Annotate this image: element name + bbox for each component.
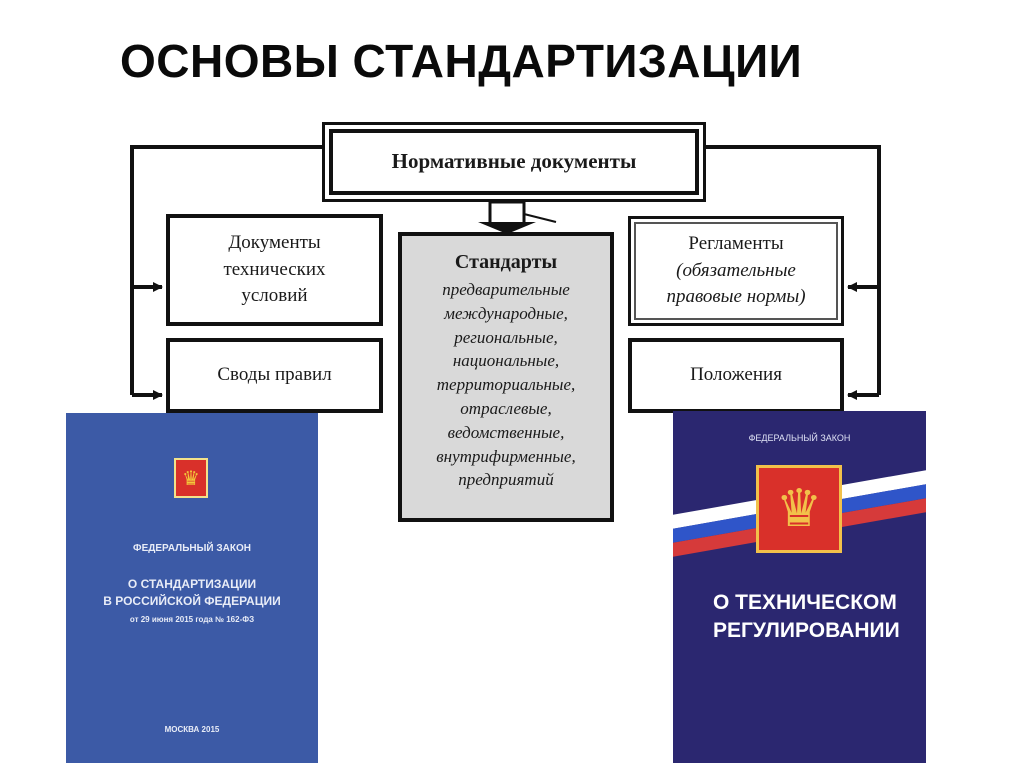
standards-item: территориальные,: [436, 375, 576, 395]
standards-item: отраслевые,: [460, 398, 552, 418]
book-title: О ТЕХНИЧЕСКОМ РЕГУЛИРОВАНИИ: [713, 589, 900, 646]
provisions-box: Положения: [628, 338, 844, 413]
standards-item: предприятий: [458, 470, 554, 490]
book-title: О СТАНДАРТИЗАЦИИ: [127, 577, 257, 591]
standards-box: Стандарты предварительные международные,…: [398, 232, 614, 522]
book-place: МОСКВА 2015: [164, 725, 220, 734]
regulations-subtitle: (обязательные: [676, 259, 796, 281]
book-cover-standardization-law: ♛ ФЕДЕРАЛЬНЫЙ ЗАКОН О СТАНДАРТИЗАЦИИ В Р…: [66, 413, 318, 763]
book-title-line: РЕГУЛИРОВАНИИ: [713, 619, 900, 643]
slide-title: ОСНОВЫ СТАНДАРТИЗАЦИИ: [120, 35, 803, 87]
regulations-subtitle: правовые нормы): [666, 286, 806, 308]
tech-conditions-line: технических: [223, 258, 326, 280]
codes-of-practice-box: Своды правил: [166, 338, 383, 413]
tech-conditions-line: условий: [241, 285, 308, 307]
book-title-line: О ТЕХНИЧЕСКОМ: [713, 591, 897, 614]
normative-documents-box: Нормативные документы: [322, 122, 706, 202]
standards-item: национальные,: [452, 351, 560, 371]
book-cover-technical-regulation-law: ФЕДЕРАЛЬНЫЙ ЗАКОН ♛ О ТЕХНИЧЕСКОМ РЕГУЛИ…: [673, 411, 926, 763]
book-label: ФЕДЕРАЛЬНЫЙ ЗАКОН: [748, 433, 851, 443]
book-label: ФЕДЕРАЛЬНЫЙ ЗАКОН: [133, 543, 251, 554]
standards-item: внутрифирменные,: [436, 446, 576, 466]
standards-item: международные,: [444, 303, 568, 323]
coat-of-arms-icon: ♛: [756, 465, 842, 553]
normative-documents-label: Нормативные документы: [329, 129, 699, 195]
standards-item: предварительные: [442, 280, 570, 299]
tech-conditions-line: Документы: [228, 232, 321, 254]
provisions-label: Положения: [690, 364, 782, 386]
regulations-box: Регламенты (обязательные правовые нормы): [628, 216, 844, 326]
regulations-title: Регламенты: [688, 233, 784, 255]
standards-item: ведомственные,: [447, 422, 565, 442]
coat-of-arms-icon: ♛: [174, 458, 208, 498]
book-date: от 29 июня 2015 года № 162-ФЗ: [129, 615, 255, 624]
standards-title: Стандарты: [454, 251, 558, 273]
book-title: В РОССИЙСКОЙ ФЕДЕРАЦИИ: [103, 594, 281, 608]
tech-conditions-box: Документы технических условий: [166, 214, 383, 326]
standards-item: региональные,: [454, 327, 558, 347]
codes-of-practice-label: Своды правил: [217, 364, 332, 386]
